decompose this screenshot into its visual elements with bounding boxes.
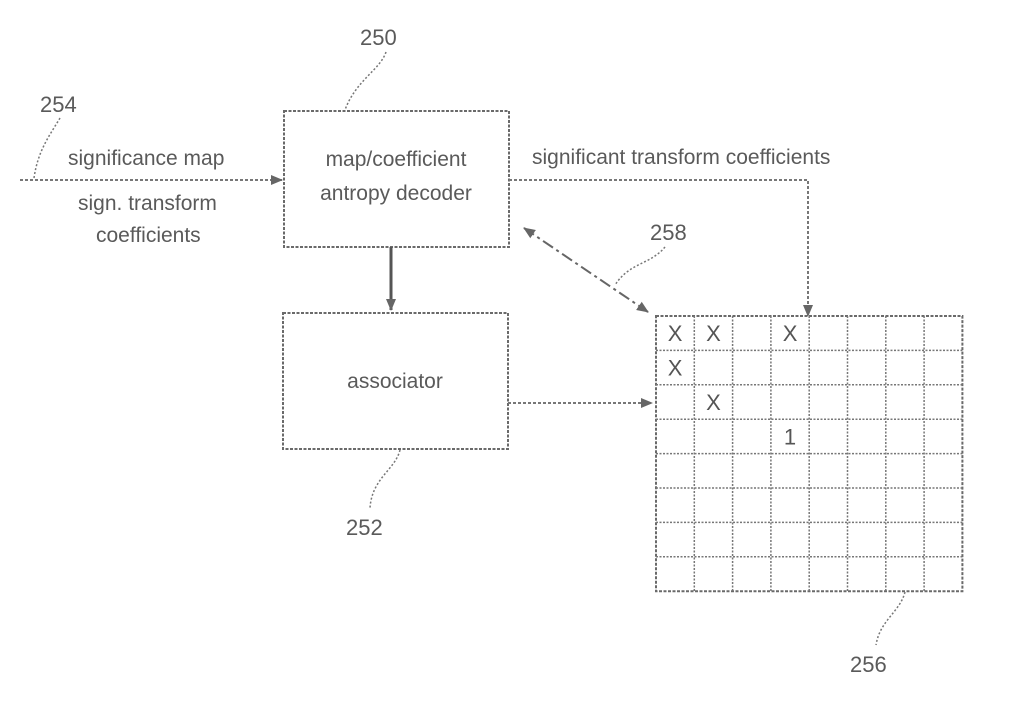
ref-254-leader — [33, 117, 61, 179]
grid-cell-mark: X — [668, 321, 683, 346]
input-label-line-1: significance map — [68, 147, 224, 170]
output-arrow — [509, 179, 813, 317]
ref-258-label: 258 — [650, 220, 687, 245]
grid-cell-mark: X — [706, 390, 721, 415]
ref-258-leader — [614, 246, 666, 286]
grid-cell-mark: X — [668, 356, 683, 381]
grid-cell-mark: X — [706, 321, 721, 346]
ref-252-label: 252 — [346, 515, 383, 540]
ref-256-leader — [875, 591, 906, 646]
input-label-line-3: coefficients — [96, 224, 201, 247]
ref-250-label: 250 — [360, 25, 397, 50]
associator-box — [282, 312, 509, 450]
ref-250-leader — [344, 51, 387, 111]
decoder-label-line-1: map/coefficient — [326, 148, 467, 171]
output-label: significant transform coefficients — [532, 146, 830, 169]
grid-cell-mark: 1 — [784, 424, 796, 449]
grid-cell-mark: X — [783, 321, 798, 346]
ref-254-label: 254 — [40, 92, 77, 117]
ref-256-label: 256 — [850, 652, 887, 677]
decoder-label-line-2: antropy decoder — [320, 182, 472, 205]
ref-252-leader — [369, 449, 401, 509]
input-label-line-2: sign. transform — [78, 192, 217, 215]
decoder-grid-link-arrow — [523, 227, 649, 313]
decoder-box — [283, 110, 510, 248]
associator-label: associator — [347, 370, 443, 393]
